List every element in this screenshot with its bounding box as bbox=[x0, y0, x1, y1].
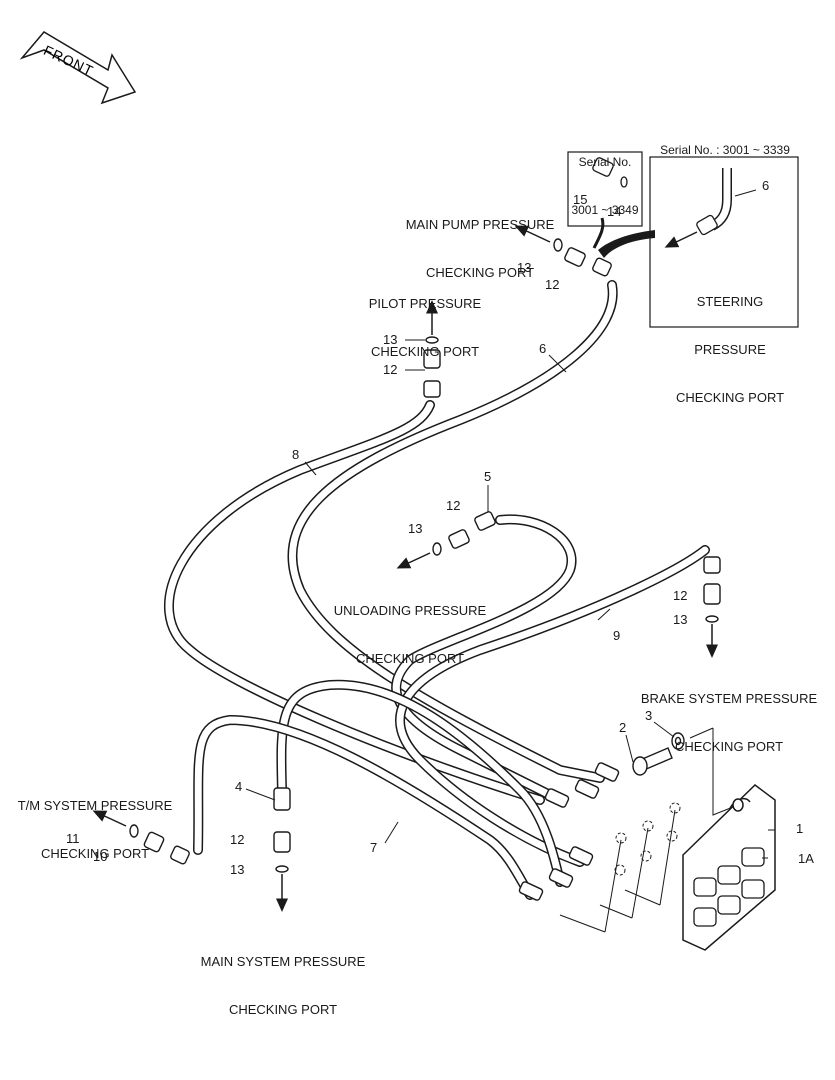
main-system-port-line1: MAIN SYSTEM PRESSURE bbox=[200, 954, 366, 969]
callout-2: 2 bbox=[619, 720, 627, 735]
callout-10: 10 bbox=[93, 849, 108, 864]
callout-13-unload: 13 bbox=[408, 521, 423, 536]
tm-arrow bbox=[92, 810, 127, 827]
inset-pump-serial-title: Serial No. 3001 ~ 3349 bbox=[568, 122, 642, 234]
hose-8 bbox=[163, 400, 545, 805]
tm-port-fitting bbox=[129, 824, 190, 865]
main-system-port-line2: CHECKING PORT bbox=[228, 1002, 338, 1017]
main-pump-port-fitting bbox=[553, 238, 612, 277]
main-pump-port-label: MAIN PUMP PRESSURE CHECKING PORT bbox=[385, 185, 575, 297]
callout-12-unload: 12 bbox=[446, 498, 461, 513]
hidden-port-markers bbox=[614, 802, 681, 876]
callout-12-main: 12 bbox=[230, 832, 245, 847]
callout-8: 8 bbox=[292, 447, 300, 462]
inset-pump-serial-line2: 3001 ~ 3349 bbox=[571, 203, 639, 217]
callout-12-pilot: 12 bbox=[383, 362, 398, 377]
callout-5: 5 bbox=[484, 469, 492, 484]
brake-port-label: BRAKE SYSTEM PRESSURE CHECKING PORT bbox=[625, 659, 833, 771]
manifold-ports bbox=[693, 847, 765, 927]
callout-1: 1 bbox=[796, 821, 804, 836]
pilot-port-label: PILOT PRESSURE CHECKING PORT bbox=[345, 264, 505, 376]
brake-port-fitting bbox=[703, 556, 721, 623]
callout-6: 6 bbox=[539, 341, 547, 356]
callout-leaders bbox=[245, 189, 775, 859]
callout-6-inset: 6 bbox=[762, 178, 770, 193]
callout-12-brake: 12 bbox=[673, 588, 688, 603]
steering-arrow bbox=[664, 231, 698, 248]
callout-3: 3 bbox=[645, 708, 653, 723]
callout-14: 14 bbox=[607, 204, 622, 219]
steering-port-label: STEERING PRESSURE CHECKING PORT bbox=[660, 262, 800, 422]
callout-13-pilot: 13 bbox=[383, 332, 398, 347]
callout-12-pump: 12 bbox=[545, 277, 560, 292]
callout-15: 15 bbox=[573, 192, 588, 207]
unloading-port-line1: UNLOADING PRESSURE bbox=[333, 603, 487, 618]
main-system-port-fitting bbox=[273, 787, 291, 873]
hose-4 bbox=[276, 679, 565, 887]
inset-pump-serial-line1: Serial No. bbox=[578, 155, 632, 169]
inset-connector bbox=[598, 230, 655, 258]
unloading-port-fitting bbox=[432, 511, 496, 556]
brake-port-line2: CHECKING PORT bbox=[674, 739, 784, 754]
callout-1a: 1A bbox=[798, 851, 814, 866]
unloading-port-line2: CHECKING PORT bbox=[355, 651, 465, 666]
unloading-arrow bbox=[396, 552, 431, 569]
main-pump-port-line2: CHECKING PORT bbox=[425, 265, 535, 280]
washer-icon bbox=[671, 732, 685, 750]
callout-9: 9 bbox=[613, 628, 621, 643]
leader-lines bbox=[559, 727, 739, 933]
brake-port-line1: BRAKE SYSTEM PRESSURE bbox=[640, 691, 818, 706]
inset-pump-fitting bbox=[592, 157, 628, 188]
callout-13-main: 13 bbox=[230, 862, 245, 877]
tm-port-line2: CHECKING PORT bbox=[40, 846, 150, 861]
main-pump-arrow bbox=[514, 225, 551, 243]
main-system-port-label: MAIN SYSTEM PRESSURE CHECKING PORT bbox=[178, 922, 388, 1034]
steering-port-line3: CHECKING PORT bbox=[675, 390, 785, 405]
front-arrow-icon bbox=[19, 31, 137, 105]
callout-13-brake: 13 bbox=[673, 612, 688, 627]
steering-port-line1: STEERING bbox=[696, 294, 764, 309]
pilot-port-line1: PILOT PRESSURE bbox=[368, 296, 482, 311]
bolt-icon bbox=[632, 747, 673, 776]
tm-port-line1: T/M SYSTEM PRESSURE bbox=[17, 798, 173, 813]
main-pump-port-line1: MAIN PUMP PRESSURE bbox=[405, 217, 555, 232]
callout-13-pump: 13 bbox=[517, 260, 532, 275]
steering-port-line2: PRESSURE bbox=[694, 342, 766, 357]
callout-7: 7 bbox=[370, 840, 378, 855]
callout-11: 11 bbox=[66, 831, 80, 846]
inset-steering-serial-title: Serial No. : 3001 ~ 3339 bbox=[660, 143, 790, 157]
unloading-port-label: UNLOADING PRESSURE CHECKING PORT bbox=[315, 571, 505, 683]
hose-7 bbox=[193, 714, 535, 900]
pilot-port-fitting bbox=[423, 336, 441, 398]
callout-4: 4 bbox=[235, 779, 243, 794]
tm-port-label: T/M SYSTEM PRESSURE CHECKING PORT bbox=[4, 766, 186, 878]
hose-end-fittings bbox=[518, 762, 620, 901]
pilot-port-line2: CHECKING PORT bbox=[370, 344, 480, 359]
hose-9 bbox=[395, 545, 710, 867]
